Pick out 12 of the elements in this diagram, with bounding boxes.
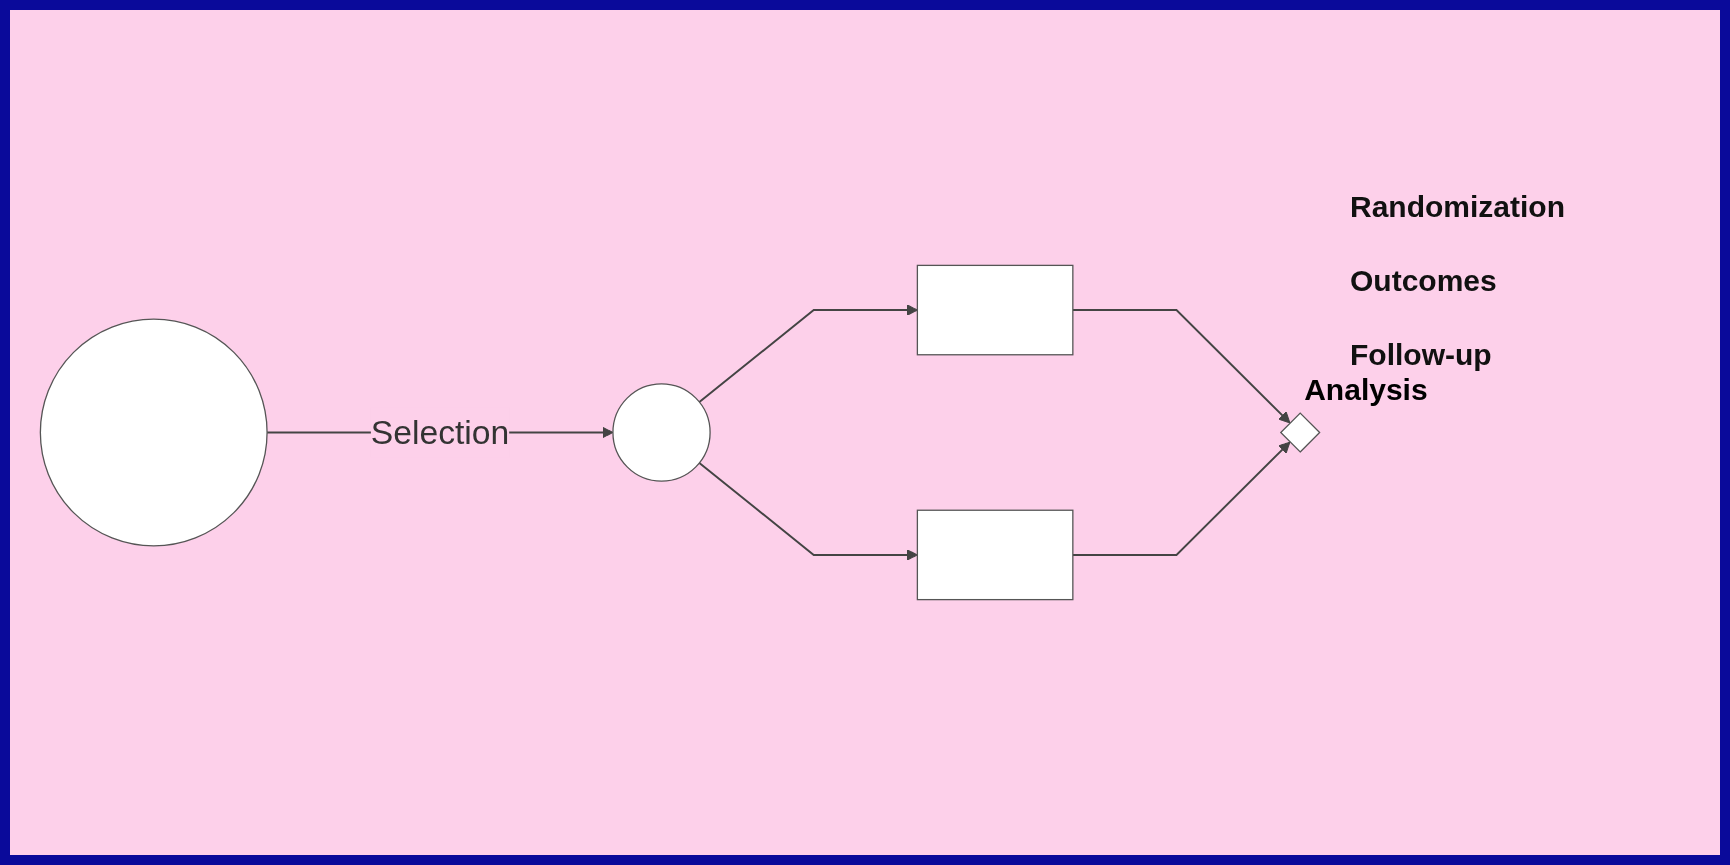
node-circle <box>39 318 268 547</box>
arrow <box>698 461 918 561</box>
arrow <box>698 304 918 404</box>
step-label: Follow-up <box>1350 338 1493 372</box>
step-label: Outcomes <box>1350 264 1498 298</box>
node-circle <box>612 383 711 482</box>
step-label: Randomization <box>1350 190 1566 224</box>
node-diamond <box>1279 412 1321 453</box>
node-box <box>916 509 1074 601</box>
node-box <box>916 264 1074 356</box>
node-caption: Analysis <box>1304 373 1428 408</box>
edge-label: Selection <box>370 412 510 452</box>
